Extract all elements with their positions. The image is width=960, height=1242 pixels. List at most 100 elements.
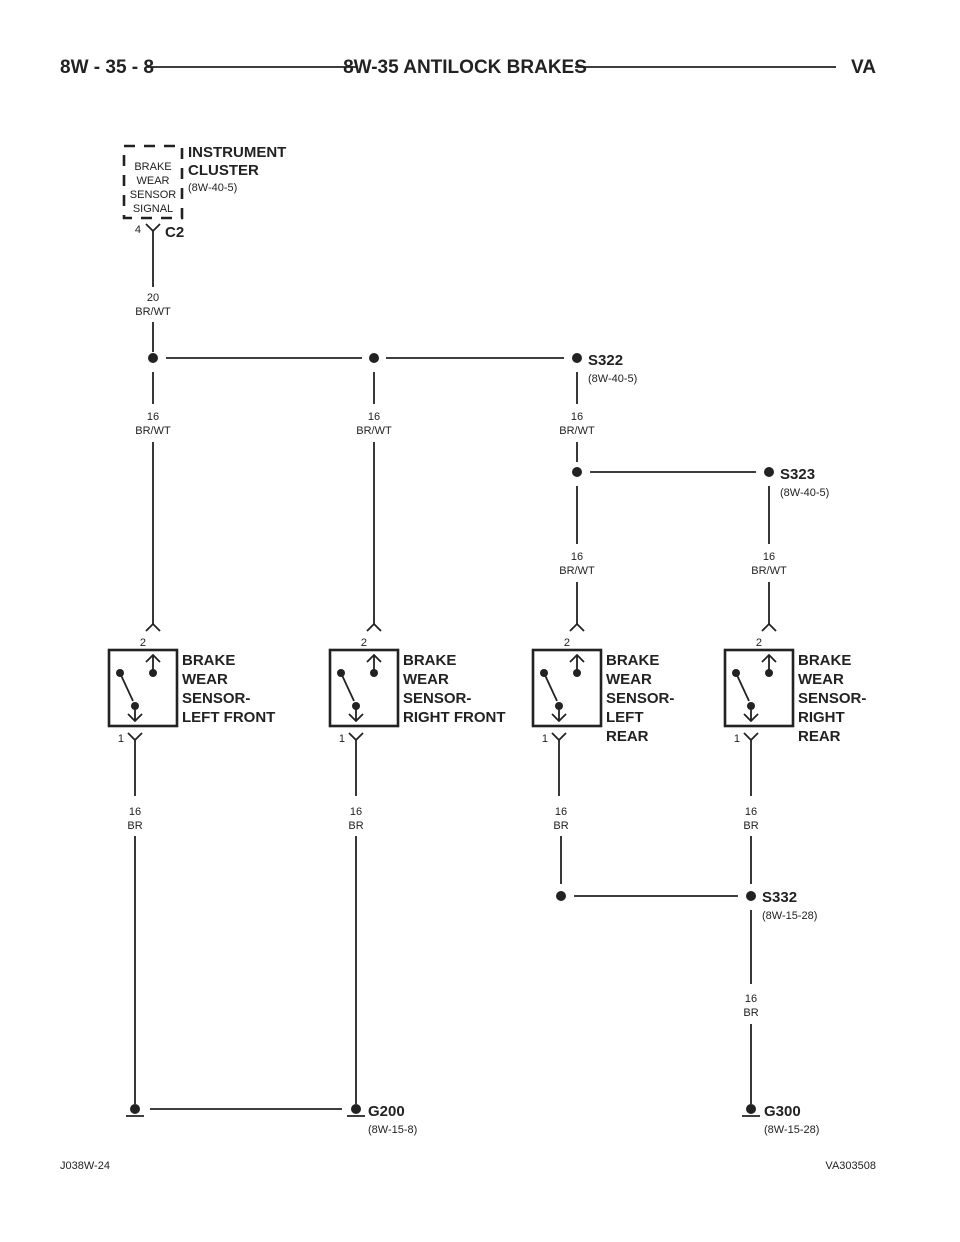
sensor-lr-label-line-3: SENSOR-	[606, 690, 674, 707]
cluster-signal-line-4: SIGNAL	[133, 203, 173, 215]
sensor-lr-pin-bottom: 1	[542, 733, 548, 745]
wire-rf-feed-color: BR/WT	[356, 425, 392, 437]
sensor-lr-label-line-1: BRAKE	[606, 652, 659, 669]
sensor-lf-box	[107, 648, 179, 728]
wire-lr-feed-color: BR/WT	[559, 565, 595, 577]
sensor-lf-bottom-terminal	[127, 706, 143, 723]
ground-g300: G300 (8W-15-28)	[742, 1103, 819, 1136]
wire-s332-g300-color: BR	[743, 1007, 758, 1019]
sensor-rf-pin-top: 2	[361, 637, 367, 649]
sensor-rr-top-connector	[761, 622, 777, 632]
wire-lf-feed-color: BR/WT	[135, 425, 171, 437]
sensor-rr-label-line-3: SENSOR-	[798, 690, 866, 707]
sensor-rr-label-line-2: WEAR	[798, 671, 844, 688]
cluster-pin-number: 4	[135, 224, 141, 236]
wire-lf-ground-gauge: 16	[129, 806, 141, 818]
wire-rf-ground-gauge: 16	[350, 806, 362, 818]
splice-s322-dot	[572, 353, 582, 363]
sensor-left-front: 2 1 BRAKE WEAR SENSOR- LEFT FRONT	[107, 622, 275, 796]
cluster-signal-line-3: SENSOR	[130, 189, 177, 201]
sensor-lf-top-terminal	[145, 653, 161, 670]
sensor-rr-top-terminal	[761, 653, 777, 670]
splice-s332-label: S332	[762, 889, 797, 906]
wire-rear-trunk-color: BR/WT	[559, 425, 595, 437]
sensor-lr-box	[531, 648, 603, 728]
section-title: 8W-35 ANTILOCK BRAKES	[343, 57, 587, 78]
ground-g200-symbol	[351, 1104, 361, 1114]
ground-g200-label: G200	[368, 1103, 405, 1120]
cluster-connector-c2: C2	[165, 224, 184, 241]
wire-cluster-color: BR/WT	[135, 306, 171, 318]
page-number: 8W - 35 - 8	[60, 57, 154, 78]
sensor-rr-label-line-1: BRAKE	[798, 652, 851, 669]
sensor-lf-bottom-connector	[127, 732, 143, 796]
sensor-rr-contact-top	[765, 669, 773, 677]
sensor-lr-label-line-2: WEAR	[606, 671, 652, 688]
sensor-lr-switch-arm	[543, 672, 558, 702]
sensor-rr-bottom-terminal	[743, 706, 759, 723]
sensor-rf-top-connector	[366, 622, 382, 632]
wire-rr-feed-color: BR/WT	[751, 565, 787, 577]
ground-g200-ref: (8W-15-8)	[368, 1124, 417, 1136]
cluster-name-line-2: CLUSTER	[188, 162, 259, 179]
cluster-signal-line-2: WEAR	[137, 175, 170, 187]
wire-lr-feed-gauge: 16	[571, 551, 583, 563]
splice-s323-bus: S323 (8W-40-5)	[572, 466, 829, 499]
splice-s332-ref: (8W-15-28)	[762, 910, 817, 922]
sensor-lr-pin-top: 2	[564, 637, 570, 649]
wire-rr-ground-color: BR	[743, 820, 758, 832]
sensor-rf-label-line-1: BRAKE	[403, 652, 456, 669]
ground-g300-symbol	[746, 1104, 756, 1114]
sensor-rf-pin-bottom: 1	[339, 733, 345, 745]
wire-lr-ground-color: BR	[553, 820, 568, 832]
cluster-name-line-1: INSTRUMENT	[188, 144, 286, 161]
ground-g300-label: G300	[764, 1103, 801, 1120]
sensor-rf-top-terminal	[366, 653, 382, 670]
sensor-rf-label-line-2: WEAR	[403, 671, 449, 688]
sensor-lf-pin-top: 2	[140, 637, 146, 649]
sensor-lf-label-line-3: SENSOR-	[182, 690, 250, 707]
sensor-lr-label-line-4: LEFT	[606, 709, 644, 726]
ground-g300-ref: (8W-15-28)	[764, 1124, 819, 1136]
sensor-lf-top-connector	[145, 622, 161, 632]
sensor-rr-label-line-5: REAR	[798, 728, 841, 745]
sensor-left-rear: 2 1 BRAKE WEAR SENSOR- LEFT REAR	[531, 622, 674, 796]
sensor-lf-switch-arm	[119, 672, 134, 702]
sensor-rf-bottom-terminal	[348, 706, 364, 723]
sensor-lf-contact-top	[149, 669, 157, 677]
wire-rf-ground-color: BR	[348, 820, 363, 832]
sensor-lr-top-connector	[569, 622, 585, 632]
wire-rf-feed-gauge: 16	[368, 411, 380, 423]
sensor-rf-box	[328, 648, 400, 728]
wire-lf-ground-color: BR	[127, 820, 142, 832]
sensor-lf-pin-bottom: 1	[118, 733, 124, 745]
sensor-rr-box	[723, 648, 795, 728]
sensor-rr-label-line-4: RIGHT	[798, 709, 845, 726]
splice-s332-dot	[746, 891, 756, 901]
cluster-dashed-outline	[122, 144, 184, 220]
wire-rear-trunk-gauge: 16	[571, 411, 583, 423]
splice-s323-dot	[764, 467, 774, 477]
instrument-cluster: BRAKE WEAR SENSOR SIGNAL INSTRUMENT CLUS…	[122, 144, 286, 287]
footer-right-code: VA303508	[825, 1160, 876, 1172]
sensor-lf-label-line-1: BRAKE	[182, 652, 235, 669]
page-header: 8W - 35 - 8 8W-35 ANTILOCK BRAKES VA	[60, 57, 876, 78]
sensor-rr-pin-bottom: 1	[734, 733, 740, 745]
wire-rr-feed-gauge: 16	[763, 551, 775, 563]
wire-rr-ground-gauge: 16	[745, 806, 757, 818]
junction-dot-left-front	[148, 353, 158, 363]
sensor-lr-bottom-connector	[551, 732, 567, 796]
splice-s323-ref: (8W-40-5)	[780, 487, 829, 499]
sensor-rf-label-line-4: RIGHT FRONT	[403, 709, 506, 726]
sensor-rf-switch-arm	[340, 672, 355, 702]
sensor-lr-bottom-terminal	[551, 706, 567, 723]
splice-s322-label: S322	[588, 352, 623, 369]
sensor-lr-contact-top	[573, 669, 581, 677]
wire-lf-feed-gauge: 16	[147, 411, 159, 423]
junction-dot-right-front	[369, 353, 379, 363]
sensor-right-rear: 2 1 BRAKE WEAR SENSOR- RIGHT REAR	[723, 622, 866, 796]
footer-left-code: J038W-24	[60, 1160, 110, 1172]
page-footer: J038W-24 VA303508	[60, 1160, 876, 1172]
sensor-rf-contact-top	[370, 669, 378, 677]
